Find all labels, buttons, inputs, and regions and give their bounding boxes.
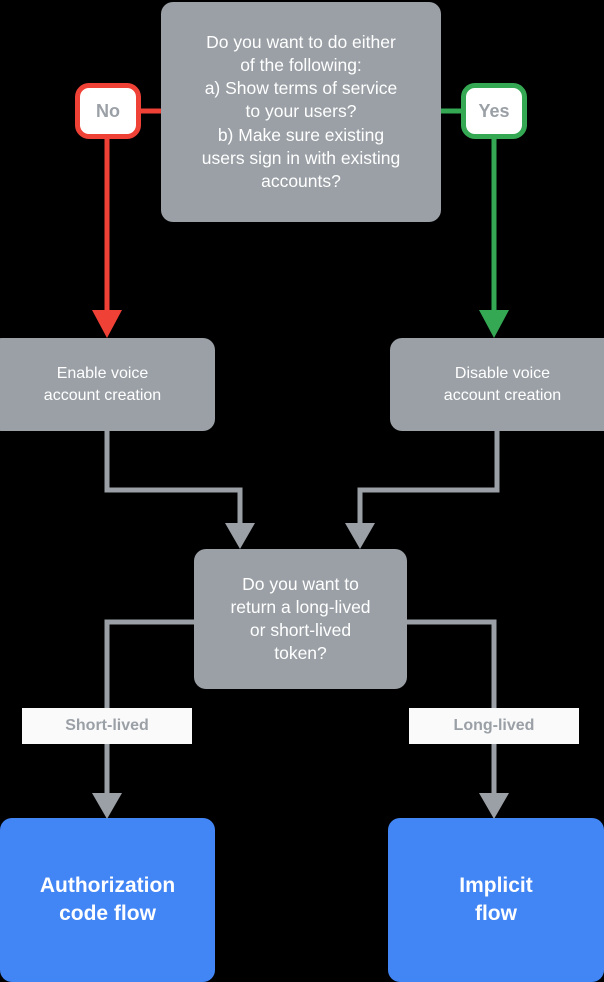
arrowhead-yes-to-disable — [479, 310, 509, 338]
action-node-enable-voice-account-creation-label: Enable voice account creation — [43, 365, 162, 404]
result-node-authorization-code-flow-label: Authorization code flow — [39, 874, 176, 925]
result-node-implicit-flow-label: Implicit flow — [459, 874, 533, 925]
edge-label-long-lived-text: Long-lived — [453, 717, 535, 734]
edge-label-short-lived-text: Short-lived — [65, 717, 149, 734]
decision-node-token-lifetime-label: Do you want to return a long-lived or sh… — [230, 573, 371, 664]
decision-node-terms-of-service-label: Do you want to do either of the followin… — [201, 32, 401, 191]
action-node-disable-voice-account-creation-label: Disable voice account creation — [443, 365, 562, 404]
arrowhead-disable-to-token — [345, 523, 375, 549]
result-node-authorization-code-flow[interactable]: Authorization code flow — [0, 818, 215, 982]
arrowhead-enable-to-token — [225, 523, 255, 549]
edge-label-long-lived: Long-lived — [409, 708, 579, 744]
action-node-enable-voice-account-creation[interactable]: Enable voice account creation — [0, 338, 215, 431]
arrowhead-no-to-enable — [92, 310, 122, 338]
arrowhead-token-to-implicit — [479, 793, 509, 819]
branch-badge-yes[interactable]: Yes — [461, 83, 527, 139]
branch-badge-no-label: No — [96, 100, 120, 121]
decision-node-token-lifetime[interactable]: Do you want to return a long-lived or sh… — [194, 549, 407, 689]
branch-badge-no[interactable]: No — [75, 83, 141, 139]
edge-enable-to-token — [104, 431, 243, 525]
result-node-implicit-flow[interactable]: Implicit flow — [388, 818, 604, 982]
edge-label-short-lived: Short-lived — [22, 708, 192, 744]
edge-disable-to-token — [357, 431, 500, 525]
decision-node-terms-of-service[interactable]: Do you want to do either of the followin… — [161, 2, 441, 222]
arrowhead-token-to-auth-code — [92, 793, 122, 819]
action-node-disable-voice-account-creation[interactable]: Disable voice account creation — [390, 338, 604, 431]
branch-badge-yes-label: Yes — [478, 100, 510, 121]
